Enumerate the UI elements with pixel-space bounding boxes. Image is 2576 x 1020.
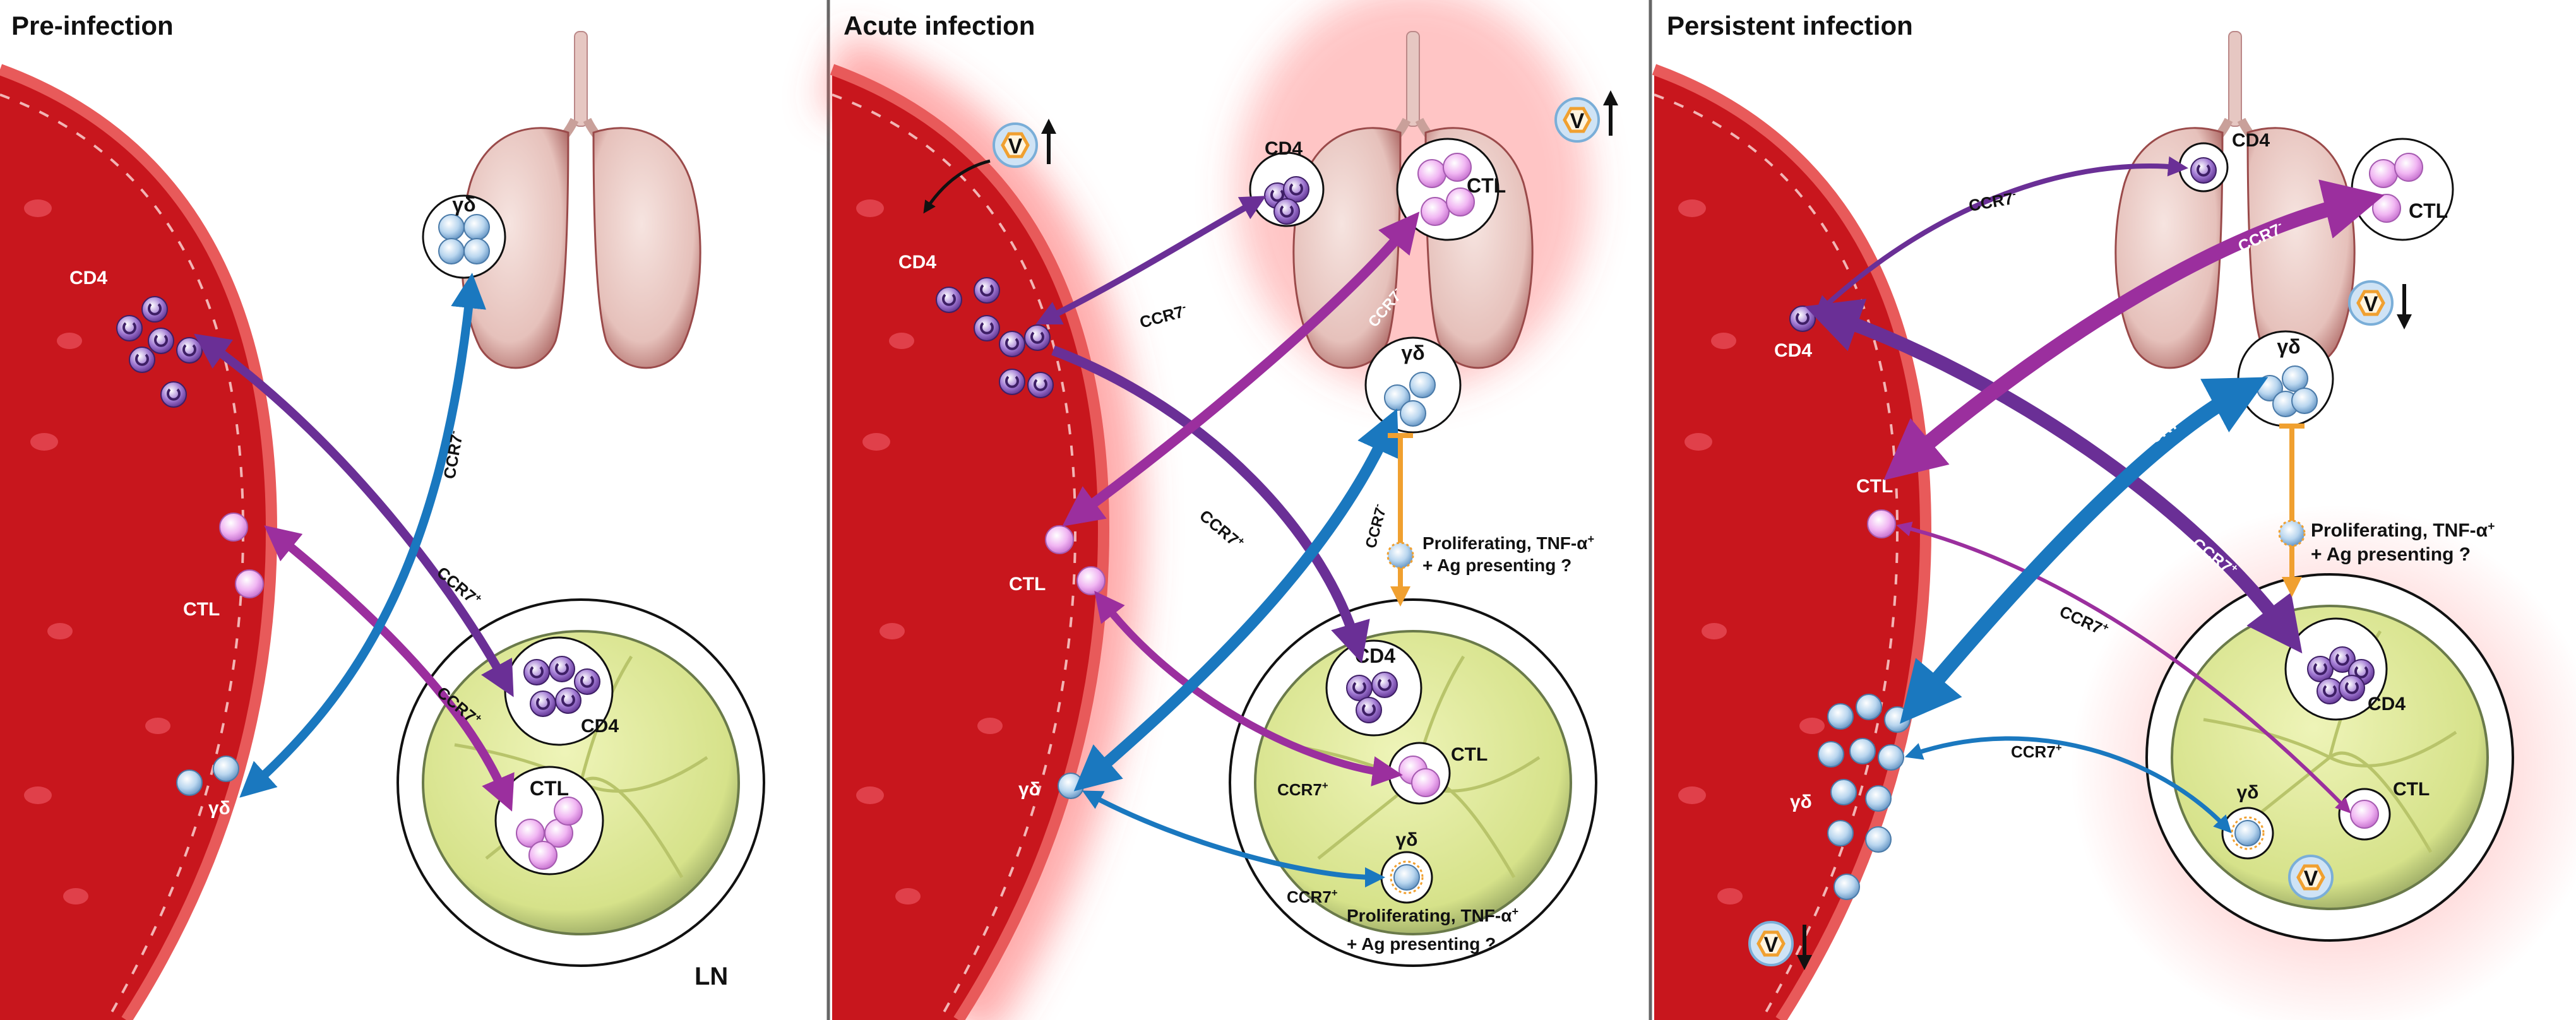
p2-gd-arrow-lung — [1073, 408, 1399, 792]
p1-ln-cd4-label: CD4 — [581, 716, 619, 737]
p3-gd-arrow-ln — [1904, 736, 2232, 834]
p3-panel-title: Persistent infection — [1667, 11, 1913, 40]
p3-blood-cd4-label: CD4 — [1774, 340, 1812, 361]
p3-ln-cd4-label: CD4 — [2368, 694, 2406, 715]
p3-gd-arrow-lung — [1900, 377, 2269, 724]
p2-blood-gd-label: γδ — [1018, 779, 1041, 800]
p3-lung-ctl-label: CTL — [2409, 199, 2448, 222]
p2-lung-cd4-label: CD4 — [1265, 138, 1303, 159]
p2-prolif-text-ln-2: + Ag presenting ? — [1347, 934, 1496, 954]
p1-gd-arrow — [239, 273, 486, 798]
p2-ln-cd4-label: CD4 — [1355, 644, 1395, 667]
p2-blood-cd4-label: CD4 — [898, 252, 936, 273]
p3-ccr7-pos-c-label: CCR7+ — [2011, 742, 2062, 761]
p1-blood-ctl-label: CTL — [183, 599, 220, 620]
p2-lung-gd-label: γδ — [1401, 341, 1424, 364]
p1-panel-title: Pre-infection — [11, 11, 174, 40]
panel-persistent-infection: CD4 CTL γδ V V CD4 CTL γδ CD4 γδ — [1654, 0, 2576, 1020]
p2-ccr7-pos-b-label: CCR7+ — [1277, 780, 1328, 799]
p2-ln-ctl-label: CTL — [1451, 744, 1488, 765]
p3-virus-label-a: V — [2364, 292, 2378, 316]
p2-virus-label-a: V — [1008, 134, 1023, 158]
p2-prolif-text-ln: Proliferating, TNF-α+ — [1347, 905, 1518, 925]
p3-virus-label-b: V — [1764, 933, 1779, 957]
p3-virus-label-c: V — [2304, 867, 2318, 891]
p3-prolif-text-2: + Ag presenting ? — [2311, 544, 2471, 565]
p1-ln-ctl-label: CTL — [530, 777, 569, 800]
p2-ccr7-pos-c-label: CCR7+ — [1287, 887, 1338, 906]
p3-prolif-text: Proliferating, TNF-α+ — [2311, 519, 2495, 541]
p1-blood-gd-label: γδ — [208, 798, 230, 819]
p3-lung-cd4-label: CD4 — [2232, 130, 2270, 151]
p3-blood-ctl-label: CTL — [1856, 476, 1893, 497]
p2-blood-ctl-label: CTL — [1009, 574, 1046, 595]
p1-blood-cd4-label: CD4 — [69, 268, 107, 288]
p2-lung-ctl-label: CTL — [1467, 174, 1506, 197]
p2-prolif-text-top-2: + Ag presenting ? — [1422, 555, 1571, 575]
p2-ln-gd-label: γδ — [1396, 829, 1418, 850]
p2-panel-title: Acute infection — [844, 11, 1035, 40]
p2-prolif-text-top: Proliferating, TNF-α+ — [1422, 533, 1594, 553]
p2-virus-label-b: V — [1570, 109, 1585, 133]
panel-pre-infection: γδ CD4 CTL γδ CD4 CTL LN CCR7- CCR7+ CCR… — [0, 0, 825, 1020]
p2-gd-arrow-ln — [1082, 790, 1385, 887]
panel-acute-infection: CD4 CTL γδ V V CD4 CTL γδ CD4 CTL — [819, 0, 1647, 1020]
p3-lung-gd-label: γδ — [2277, 335, 2300, 358]
p3-blood-gd-label: γδ — [1790, 792, 1812, 812]
p1-ln-label: LN — [695, 963, 728, 990]
p3-ln-ctl-label: CTL — [2393, 779, 2430, 800]
p3-ln-gd-label: γδ — [2237, 782, 2259, 803]
p1-lung-gd-label: γδ — [452, 193, 475, 216]
